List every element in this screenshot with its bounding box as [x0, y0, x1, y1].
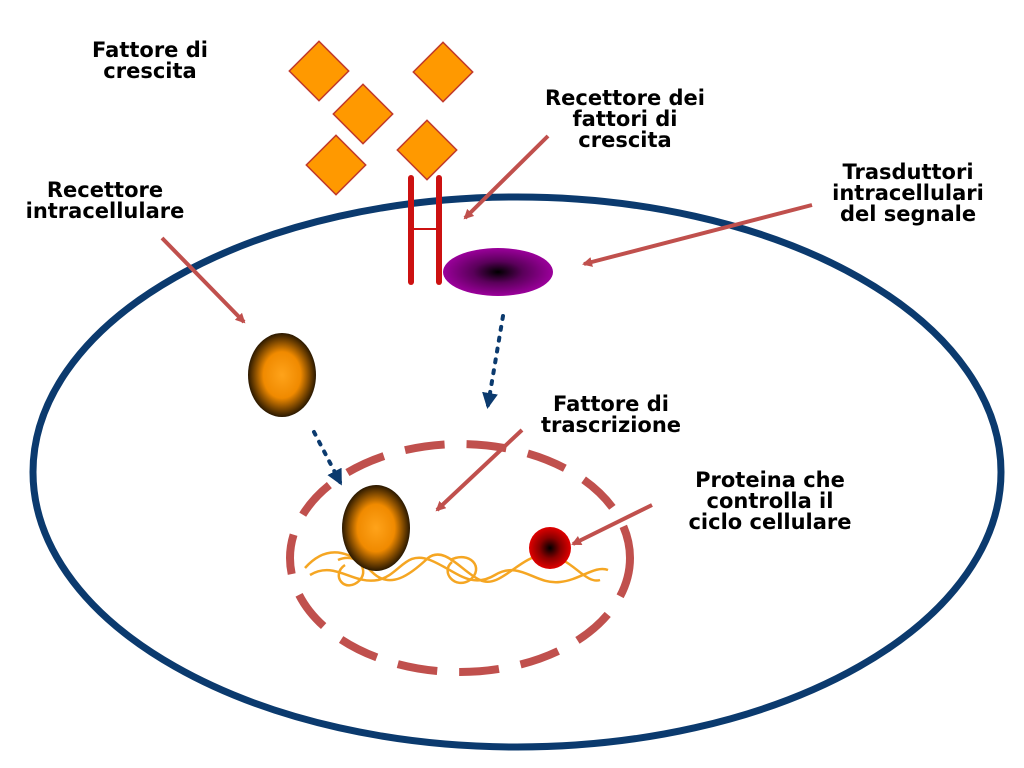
growth-factor-diamond	[288, 40, 350, 102]
pointer-transcription-factor	[435, 428, 524, 512]
label-cell-cycle-protein: Proteina che controlla il ciclo cellular…	[664, 470, 876, 533]
pointer-intracellular-receptor	[160, 236, 246, 324]
intracellular-receptor	[248, 333, 316, 417]
label-line: fattori di	[572, 107, 678, 131]
nucleus-membrane	[286, 440, 634, 676]
label-transcription-factor: Fattore di trascrizione	[516, 394, 706, 436]
label-line: trascrizione	[540, 413, 682, 437]
growth-factor-diamond	[305, 134, 367, 196]
label-growth-factor: Fattore di crescita	[70, 40, 230, 82]
label-line: Fattore di	[553, 392, 669, 416]
growth-factor-diamond	[332, 83, 394, 145]
label-intracellular-receptor: Recettore intracellulare	[5, 180, 205, 222]
pointer-growth-factor-receptor	[463, 134, 550, 220]
dotted-arrow-receptor	[312, 430, 342, 486]
label-line: Recettore dei	[545, 86, 705, 110]
label-line: Fattore di	[92, 38, 208, 62]
pointer-signal-transducers	[582, 203, 813, 267]
label-line: del segnale	[839, 202, 977, 226]
label-line: crescita	[103, 59, 197, 83]
pointer-arrows	[160, 134, 813, 546]
cell-membrane	[29, 193, 1005, 751]
label-line: intracellulari	[832, 181, 984, 205]
label-line: Proteina che	[695, 468, 845, 492]
transcription-factor	[342, 485, 410, 571]
growth-factors	[288, 40, 474, 196]
growth-factor-diamond	[396, 119, 458, 181]
cell-cycle-protein	[529, 527, 571, 569]
label-line: Recettore	[46, 178, 164, 202]
label-growth-factor-receptor: Recettore dei fattori di crescita	[520, 88, 730, 151]
label-line: controlla il	[706, 489, 834, 513]
dotted-arrow-transducer	[482, 314, 505, 409]
growth-factor-diamond	[412, 41, 474, 103]
pointer-cell-cycle-protein	[571, 503, 653, 546]
label-line: Trasduttori	[842, 160, 974, 184]
signal-transducer	[443, 248, 553, 296]
growth-factor-receptor	[408, 175, 442, 285]
label-line: crescita	[578, 128, 672, 152]
label-line: ciclo cellulare	[688, 510, 852, 534]
label-line: intracellulare	[25, 199, 185, 223]
label-signal-transducers: Trasduttori intracellulari del segnale	[808, 162, 1008, 225]
